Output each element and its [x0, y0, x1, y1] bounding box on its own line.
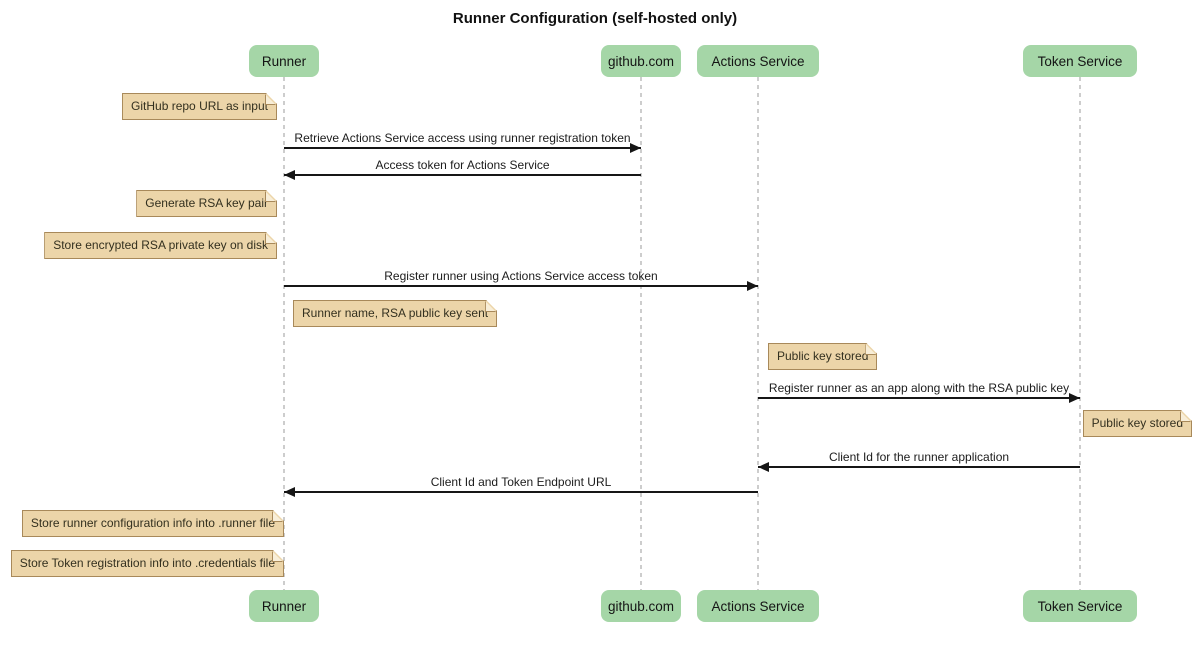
message-line: [284, 285, 758, 287]
participant-box-runner-top: Runner: [249, 45, 319, 77]
participant-box-github-top: github.com: [601, 45, 681, 77]
lifeline-runner: [283, 77, 285, 590]
lifeline-token: [1079, 77, 1081, 590]
participant-box-github-bottom: github.com: [601, 590, 681, 622]
note: Runner name, RSA public key sent: [293, 300, 497, 327]
note: Public key stored: [1083, 410, 1192, 437]
message-label: Client Id and Token Endpoint URL: [430, 475, 612, 489]
arrowhead-left-icon: [284, 170, 295, 180]
message-line: [758, 397, 1080, 399]
participant-box-actions-top: Actions Service: [697, 45, 819, 77]
arrowhead-left-icon: [758, 462, 769, 472]
participant-box-token-bottom: Token Service: [1023, 590, 1137, 622]
arrowhead-left-icon: [284, 487, 295, 497]
note: GitHub repo URL as input: [122, 93, 277, 120]
message-label: Register runner as an app along with the…: [768, 381, 1070, 395]
message-line: [284, 147, 641, 149]
lifeline-github: [640, 77, 642, 590]
participant-box-actions-bottom: Actions Service: [697, 590, 819, 622]
lifeline-actions: [757, 77, 759, 590]
note: Public key stored: [768, 343, 877, 370]
arrowhead-right-icon: [1069, 393, 1080, 403]
note: Store runner configuration info into .ru…: [22, 510, 284, 537]
message-line: [284, 174, 641, 176]
arrowhead-right-icon: [630, 143, 641, 153]
note: Store encrypted RSA private key on disk: [44, 232, 277, 259]
participant-box-runner-bottom: Runner: [249, 590, 319, 622]
diagram-title: Runner Configuration (self-hosted only): [452, 10, 738, 27]
message-label: Client Id for the runner application: [828, 450, 1010, 464]
note: Generate RSA key pair: [136, 190, 277, 217]
arrowhead-right-icon: [747, 281, 758, 291]
note: Store Token registration info into .cred…: [11, 550, 284, 577]
participant-box-token-top: Token Service: [1023, 45, 1137, 77]
message-label: Access token for Actions Service: [375, 158, 550, 172]
message-label: Retrieve Actions Service access using ru…: [294, 131, 631, 145]
message-line: [758, 466, 1080, 468]
message-label: Register runner using Actions Service ac…: [384, 269, 658, 283]
message-line: [284, 491, 758, 493]
